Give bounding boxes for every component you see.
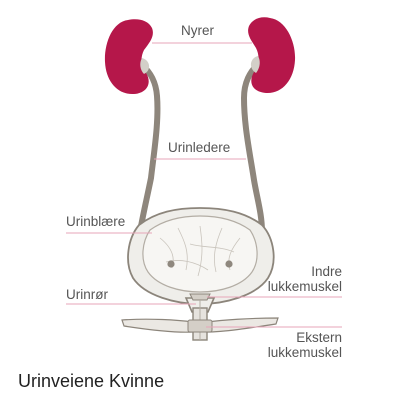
internal-sphincter [189,293,211,301]
right-ureter [241,61,265,235]
bladder-label: Urinblære [66,214,126,229]
right-kidney-hilum [250,56,260,73]
left-ureter [137,63,161,235]
bladder [127,207,275,305]
urethra-group [121,293,279,341]
left-ureter-opening [167,260,175,268]
external-sphincter [187,319,213,333]
ureters [137,61,265,235]
left-kidney [104,19,153,95]
urethra-label: Urinrør [66,287,108,302]
internal-sphincter-label-line2: lukkemuskel [267,279,342,294]
right-ureter-opening [225,260,233,268]
internal-sphincter-label-line1: Indre [311,264,342,279]
kidneys [104,17,296,95]
external-sphincter-label-line2: lukkemuskel [267,345,342,360]
internal-sphincter-label: Indre lukkemuskel [268,264,342,294]
bladder-inner [142,215,258,293]
external-sphincter-label: Ekstern lukkemuskel [268,330,342,360]
leader-lines [66,42,342,328]
kidneys-label: Nyrer [181,23,214,38]
diagram-title: Urinveiene Kvinne [18,371,165,391]
external-sphincter-label-line1: Ekstern [296,330,342,345]
right-kidney [248,17,296,94]
left-kidney-hilum [140,58,150,74]
ureter-label: Urinledere [168,140,231,155]
